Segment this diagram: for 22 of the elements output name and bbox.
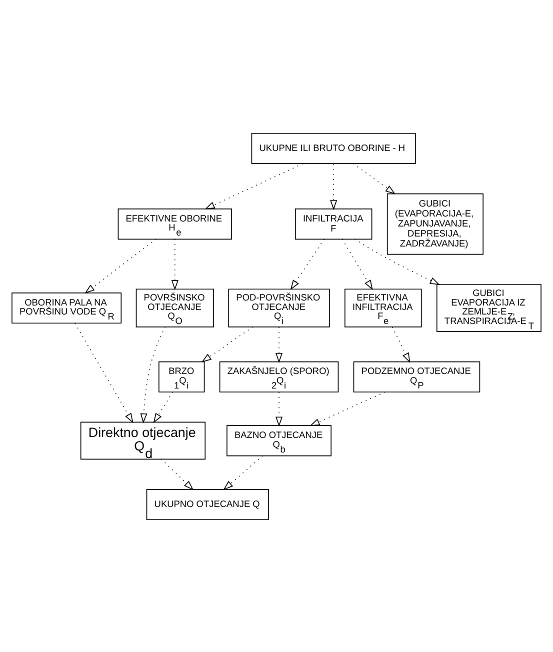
arrow [201, 326, 254, 362]
arrow [171, 238, 178, 290]
arrow [140, 326, 166, 423]
node-box: UKUPNE ILI BRUTO OBORINE - H [251, 132, 416, 164]
arrow [354, 238, 440, 284]
arrow [153, 391, 174, 423]
arrow [392, 326, 410, 362]
arrow [275, 391, 283, 426]
arrow [204, 162, 304, 209]
arrow [160, 458, 194, 490]
node-box: UKUPNO OTJECANJE Q [146, 488, 269, 520]
arrow [84, 238, 156, 293]
node-box: INFILTRACIJA F [294, 208, 372, 240]
arrow [330, 163, 338, 210]
arrow [275, 326, 283, 363]
arrow [310, 391, 386, 426]
arrow [342, 238, 373, 290]
arrow [290, 238, 325, 290]
arrow [74, 322, 134, 423]
arrow [353, 162, 396, 194]
arrow [223, 455, 263, 490]
node-box: GUBICI (EVAPORACIJA-E, ZAPUNJAVANJE, DEPRESIJA, ZADRŽAVANJE) [386, 192, 484, 254]
